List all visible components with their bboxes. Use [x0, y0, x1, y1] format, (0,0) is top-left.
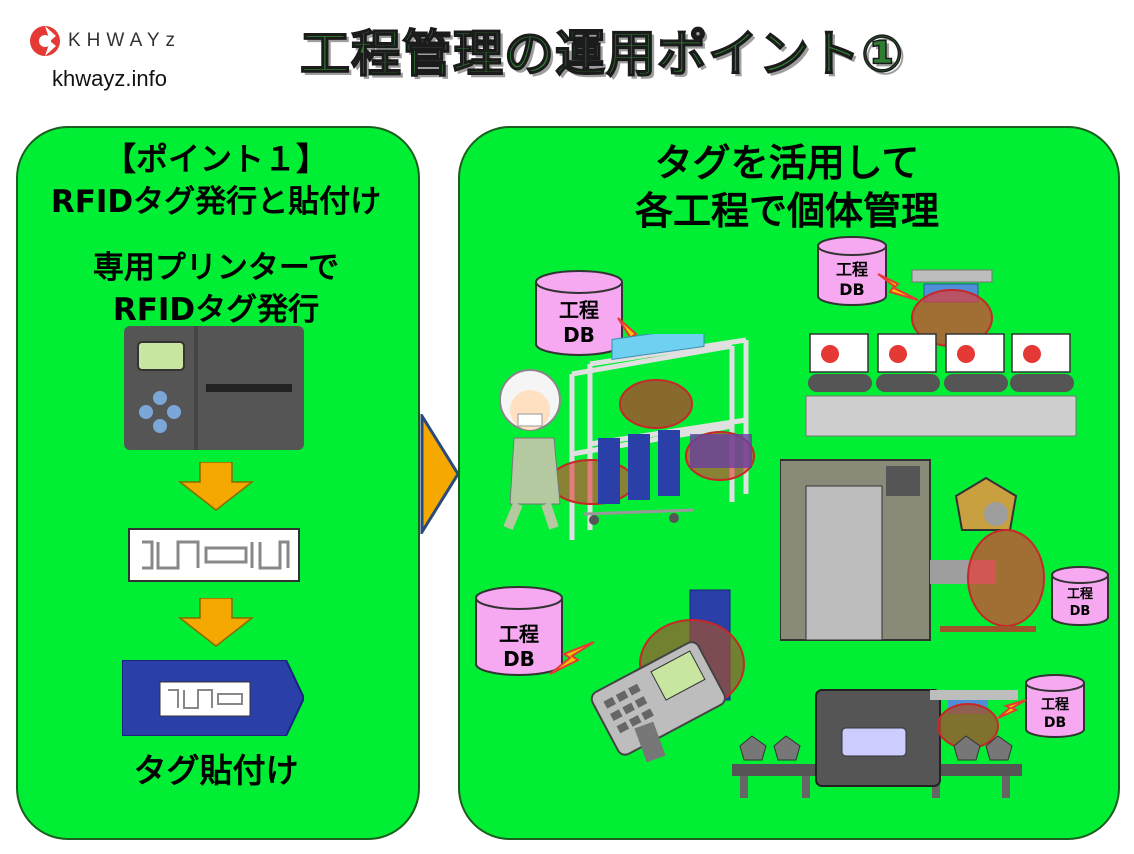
brand-logo — [26, 22, 246, 62]
db-label-4: 工程 DB — [1050, 586, 1110, 620]
site-url: khwayz.info — [52, 66, 167, 91]
tagged-box-icon — [122, 660, 304, 736]
database-icon — [817, 236, 887, 306]
db-label-3: 工程 DB — [474, 622, 564, 672]
db-label-5: 工程 DB — [1024, 696, 1086, 732]
worker-icon — [499, 369, 561, 530]
database-icon — [1051, 566, 1109, 626]
db-label-1: 工程 DB — [534, 298, 624, 348]
db-label-2: 工程 DB — [816, 260, 888, 300]
db-label-line: DB — [839, 280, 865, 299]
point-heading-sub: RFIDタグ発行と貼付け — [50, 184, 382, 220]
page-title: 工程管理の運用ポイント① — [299, 24, 905, 84]
db-label-line: 工程 — [499, 622, 539, 646]
oven-machine-scene — [732, 689, 1022, 798]
db-label-line: 工程 — [559, 298, 599, 322]
process-machine-scene — [780, 459, 1045, 641]
printer-caption-1: 専用プリンターで — [92, 250, 340, 286]
down-arrow-icon — [178, 598, 254, 647]
db-label-line: DB — [503, 647, 535, 671]
tag-attach-caption: タグ貼付け — [133, 751, 299, 790]
db-label-line: DB — [1043, 715, 1067, 731]
process-heading-sub: 各工程で個体管理 — [634, 189, 939, 233]
db-label-line: 工程 — [1066, 587, 1093, 602]
rfid-tag-icon — [128, 528, 300, 582]
lightning-icon — [877, 273, 919, 301]
db-label-line: DB — [563, 323, 595, 347]
printer-caption-2: RFIDタグ発行 — [112, 292, 320, 328]
khwayz-logo-icon — [30, 26, 60, 56]
db-label-line: 工程 — [835, 260, 868, 279]
db-label-line: DB — [1069, 604, 1091, 619]
handheld-reader-scene — [590, 589, 745, 763]
worker-gate-scene — [499, 334, 755, 540]
logo-text: KHWAYz — [68, 30, 182, 51]
database-icon — [1025, 674, 1085, 738]
rfid-printer-icon — [124, 326, 304, 450]
db-label-line: 工程 — [1041, 697, 1069, 713]
right-arrow-icon — [420, 414, 460, 534]
point-heading: 【ポイント１】 — [103, 140, 328, 178]
lightning-icon — [997, 699, 1027, 719]
lightning-icon — [549, 641, 595, 675]
down-arrow-icon — [178, 462, 254, 511]
process-heading: タグを活用して — [654, 141, 920, 185]
conveyor-scene — [805, 269, 1077, 437]
